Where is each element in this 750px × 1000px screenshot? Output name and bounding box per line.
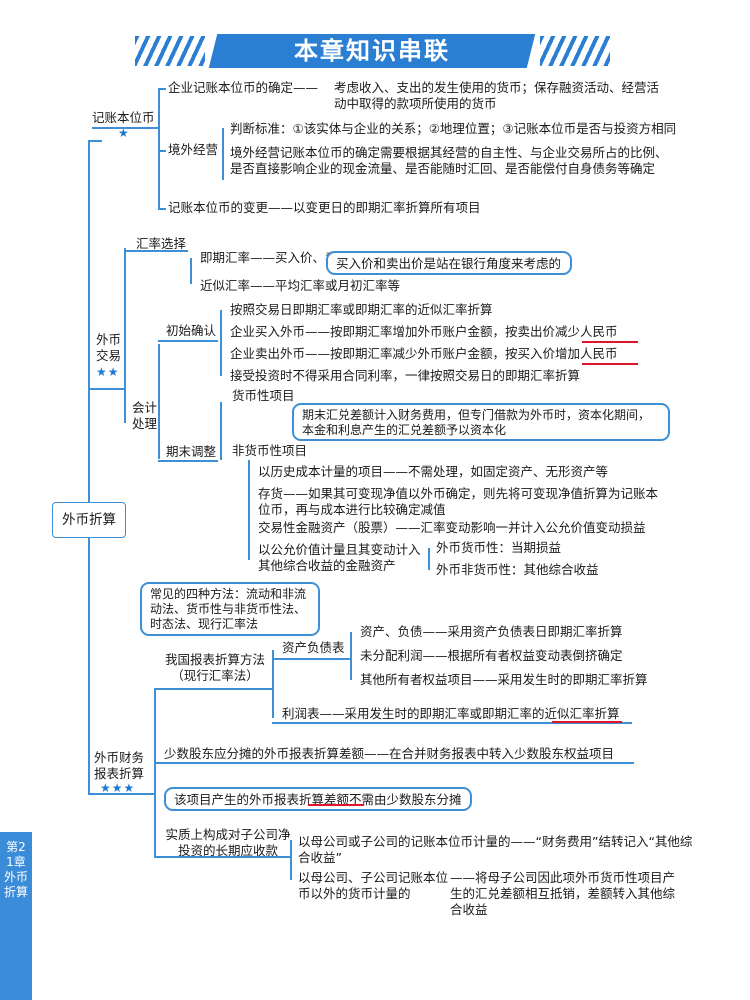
trunk-branch3 [88,793,154,795]
trunk-branch2 [88,388,124,390]
b2-rate-choice: 汇率选择 [136,236,187,251]
b2-nm4-vline [428,548,430,570]
b3-bs1: 资产、负债——采用资产负债表日即期汇率折算 [360,624,623,639]
b3-loan2-left: 以母公司、子公司记账本位币以外的货币计量的 [298,870,449,901]
b2-vline [124,248,126,423]
b2-rate-underline [124,250,188,252]
b2-nm4b: 外币非货币性：其他综合收益 [436,562,599,577]
b3-loan-vline [290,840,292,880]
b3-loan1: 以母公司或子公司的记账本位币计量的——“财务费用”结转记入“其他综合收益” [298,834,693,865]
b2-rate-vline [190,258,192,284]
b2-nm3: 交易性金融资产（股票）——汇率变动影响一并计入公允价值变动损益 [258,520,646,535]
root-node: 外币折算 [52,502,126,538]
b3-cn-underline [154,688,272,690]
b2-nonmonetary-vline [248,460,250,560]
b2-init2: 企业买入外币——按即期汇率增加外币账户金额，按卖出价减少人民币 [230,324,618,339]
b3-is: 利润表——采用发生时的即期汇率或即期汇率的近似汇率折算 [282,706,620,721]
b2-init3: 企业卖出外币——按即期汇率减少外币账户金额，按买入价增加人民币 [230,346,618,361]
b2-bubble: 买入价和卖出价是站在银行角度来考虑的 [326,251,572,275]
branch2-stars: ★★ [96,365,120,379]
b2-initial: 初始确认 [166,323,217,338]
b3-loan-underline [154,856,290,858]
b2-initial-underline [158,340,218,342]
branch2-label: 外币交易 [96,332,122,363]
b1-tick1 [158,88,166,90]
branch1-underline [92,127,160,129]
b3-minority-highlight [308,804,364,806]
b2-accounting: 会计处理 [132,400,158,431]
b1-judge: 判断标准：①该实体与企业的关系；②地理位置；③记账本位币是否与投资方相同 [230,121,677,136]
b2-approx: 近似汇率——平均汇率或月初汇率等 [200,278,401,293]
b3-bs: 资产负债表 [282,640,345,655]
b3-methods-bubble: 常见的四种方法：流动和非流动法、货币性与非货币性法、时态法、现行汇率法 [140,582,320,636]
header-stripes-right [540,36,610,66]
b2-init1: 按照交易日即期汇率或即期汇率的近似汇率折算 [230,302,493,317]
b3-bs2: 未分配利润——根据所有者权益变动表倒挤确定 [360,648,623,663]
chapter-tab [0,832,32,1000]
b3-loan2-right: ——将母子公司因此项外币货币性项目产生的汇兑差额相互抵销，差额转入其他综合收益 [450,870,676,917]
b1-item1-text: 考虑收入、支出的发生使用的货币；保存融资活动、经营活动中取得的款项所使用的货币 [334,80,660,111]
page-title: 本章知识串联 [294,37,450,65]
b1-tick3 [158,208,166,210]
b2-period-vline [220,402,222,460]
b2-nm1: 以历史成本计量的项目——不需处理，如固定资产、无形资产等 [258,464,609,479]
b2-init3-highlight [582,363,638,365]
b1-overseas-vline [222,128,224,180]
chapter-tab-label: 第21章 外币折算 [3,840,28,899]
b3-loan: 实质上构成对子公司净投资的长期应收款 [165,827,291,858]
b2-nonmonetary: 非货币性项目 [232,443,308,458]
b1-tick2 [158,150,166,152]
b2-init4: 接受投资时不得采用合同利率，一律按照交易日的即期汇率折算 [230,368,581,383]
b2-period-end: 期末调整 [166,444,217,459]
branch1-stars: ★ [118,126,130,140]
b2-period-underline [158,460,218,462]
b1-overseas: 境外经营 [168,142,219,157]
b3-minority: 少数股东应分摊的外币报表折算差额——在合并财务报表中转入少数股东权益项目 [164,746,615,761]
b2-nm2: 存货——如果其可变现净值以外币确定，则先将可变现净值折算为记账本位币，再与成本进… [258,486,659,517]
b1-item1-label: 企业记账本位币的确定—— [168,80,319,95]
b2-monetary: 货币性项目 [232,388,295,403]
header-stripes-left [135,36,205,66]
b1-change: 记账本位币的变更——以变更日的即期汇率折算所有项目 [168,200,481,215]
b2-nm4a: 外币货币性：当期损益 [436,540,562,555]
branch3-label: 外币财务报表折算 [94,750,145,781]
b3-minority-underline [154,762,634,764]
b3-bs3: 其他所有者权益项目——采用发生时的即期汇率折算 [360,672,648,687]
trunk-branch1 [88,140,102,142]
b1-overseas-currency: 境外经营记账本位币的确定需要根据其经营的自主性、与企业交易所占的比例、是否直接影… [230,145,668,176]
trunk-line [88,140,90,795]
b2-accounting-vline [158,344,160,459]
b3-bs-underline [272,658,350,660]
b3-bs-vline [350,632,352,680]
b2-monetary-bubble: 期末汇兑差额计入财务费用，但专门借款为外币时，资本化期间，本金和利息产生的汇兑差… [292,403,670,441]
b3-cn-method: 我国报表折算方法（现行汇率法） [164,652,265,683]
b3-is-underline [272,722,632,724]
b3-is-highlight [552,721,622,723]
branch1-label: 记账本位币 [92,110,155,125]
b2-initial-vline [220,310,222,376]
b2-nm4: 以公允价值计量且其变动计入其他综合收益的金融资产 [258,542,421,573]
branch3-stars: ★★★ [100,781,136,795]
b2-init2-highlight [582,341,638,343]
branch1-vline [158,88,160,210]
b3-vline [154,690,156,858]
b3-minority-bubble: 该项目产生的外币报表折算差额不需由少数股东分摊 [164,787,472,811]
b3-cn-vline [272,650,274,718]
